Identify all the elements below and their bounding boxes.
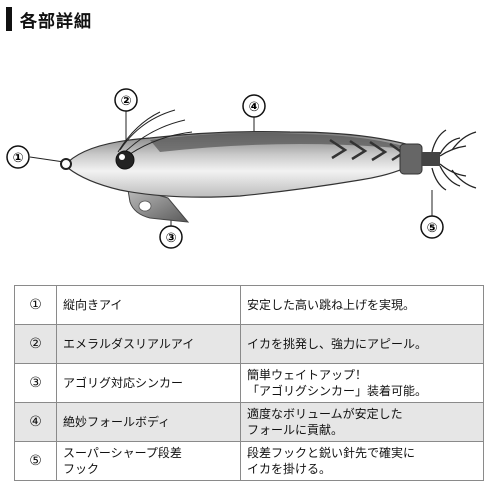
part-number: ⑤ (14, 441, 57, 481)
part-name: 縦向きアイ (56, 285, 241, 325)
part-description-line: イカを挑発し、強力にアピール。 (247, 337, 428, 351)
parts-table: ① 縦向きアイ 安定した高い跳ね上げを実現。 ② エメラルダスリアルアイ イカを挑発し、強… (14, 285, 484, 481)
feathers (117, 109, 193, 155)
callout-2: ② (114, 88, 138, 112)
part-name-line: 絶妙フォールボディ (63, 415, 171, 429)
part-name-line: アゴリグ対応シンカー (63, 376, 184, 390)
part-description-line: 簡単ウェイトアップ！ (247, 368, 368, 382)
product-figure: ① ② ③ ④ ⑤ (0, 40, 500, 280)
callout-5: ⑤ (420, 215, 444, 239)
svg-text:④: ④ (248, 100, 259, 115)
part-name: アゴリグ対応シンカー (56, 363, 241, 403)
svg-text:⑤: ⑤ (426, 221, 437, 236)
part-description: 安定した高い跳ね上げを実現。 (240, 285, 484, 325)
part-number: ④ (14, 402, 57, 442)
part-description-line: 「アゴリグシンカー」装着可能。 (247, 384, 428, 398)
part-description-line: 適度なボリュームが安定した (247, 407, 403, 421)
line-eye (60, 158, 72, 170)
header-bar (6, 7, 12, 31)
real-eye (115, 150, 135, 170)
part-description: 適度なボリュームが安定したフォールに貢献。 (240, 402, 484, 442)
table-row: ② エメラルダスリアルアイ イカを挑発し、強力にアピール。 (14, 324, 484, 364)
callout-1: ① (6, 145, 30, 169)
hook-spikes (431, 129, 477, 191)
part-number: ③ (14, 363, 57, 403)
section-header: 各部詳細 (6, 6, 92, 32)
part-description-line: フォールに貢献。 (247, 423, 344, 437)
part-description-line: 段差フックと鋭い針先で確実に (247, 446, 416, 460)
part-description-line: イカを掛ける。 (247, 462, 332, 476)
callout-4: ④ (242, 94, 266, 118)
part-name: スーパーシャープ段差フック (56, 441, 241, 481)
part-name: エメラルダスリアルアイ (56, 324, 241, 364)
table-row: ③ アゴリグ対応シンカー 簡単ウェイトアップ！ 「アゴリグシンカー」装着可能。 (14, 363, 484, 403)
part-name-line: 縦向きアイ (63, 298, 123, 312)
part-description: 段差フックと鋭い針先で確実にイカを掛ける。 (240, 441, 484, 481)
part-name-line: スーパーシャープ段差 (63, 446, 182, 460)
part-number: ② (14, 324, 57, 364)
section-title: 各部詳細 (20, 11, 92, 32)
egi-lure-illustration: ① ② ③ ④ ⑤ (6, 88, 477, 249)
part-description: イカを挑発し、強力にアピール。 (240, 324, 484, 364)
part-description: 簡単ウェイトアップ！ 「アゴリグシンカー」装着可能。 (240, 363, 484, 403)
part-name-line: エメラルダスリアルアイ (63, 337, 195, 351)
part-name: 絶妙フォールボディ (56, 402, 241, 442)
svg-text:③: ③ (165, 231, 176, 246)
callout-3: ③ (159, 225, 183, 249)
part-number: ① (14, 285, 57, 325)
table-row: ① 縦向きアイ 安定した高い跳ね上げを実現。 (14, 285, 484, 325)
table-row: ④ 絶妙フォールボディ 適度なボリュームが安定したフォールに貢献。 (14, 402, 484, 442)
svg-text:②: ② (120, 94, 131, 109)
part-description-line: 安定した高い跳ね上げを実現。 (247, 298, 416, 312)
sinker-hole (138, 200, 152, 212)
part-name-line: フック (63, 462, 100, 476)
svg-text:①: ① (12, 151, 23, 166)
parts-table-body: ① 縦向きアイ 安定した高い跳ね上げを実現。 ② エメラルダスリアルアイ イカを挑発し、強… (14, 285, 484, 481)
